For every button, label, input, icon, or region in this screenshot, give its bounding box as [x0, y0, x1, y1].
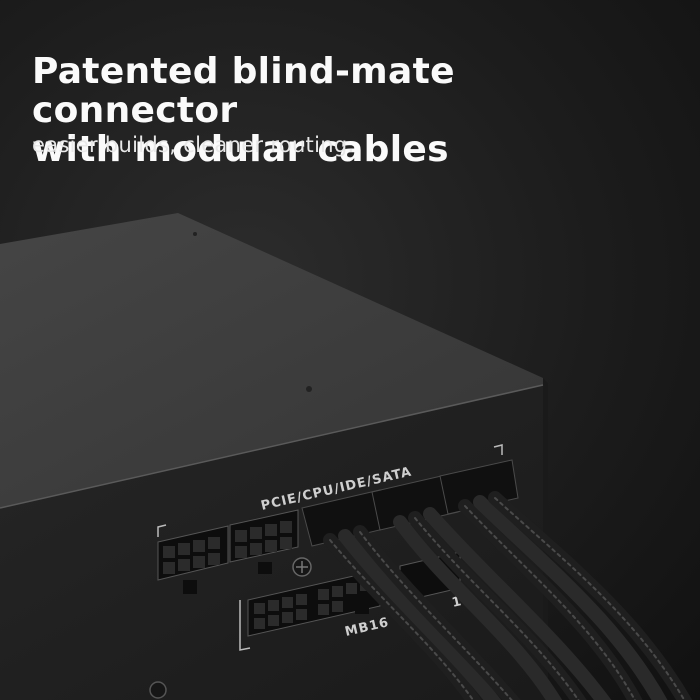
headline-line-2: with modular cables — [32, 129, 449, 170]
headline: Patented blind-mate connector with modul… — [32, 52, 672, 169]
modular-cables — [323, 491, 693, 700]
psu-top-face — [0, 213, 543, 508]
screw-icon — [193, 232, 197, 236]
screw-icon — [149, 681, 167, 699]
subheadline: easier builds, cleaner routing. — [32, 133, 355, 157]
headline-line-1: Patented blind-mate connector — [32, 51, 455, 131]
screw-icon — [306, 386, 312, 392]
